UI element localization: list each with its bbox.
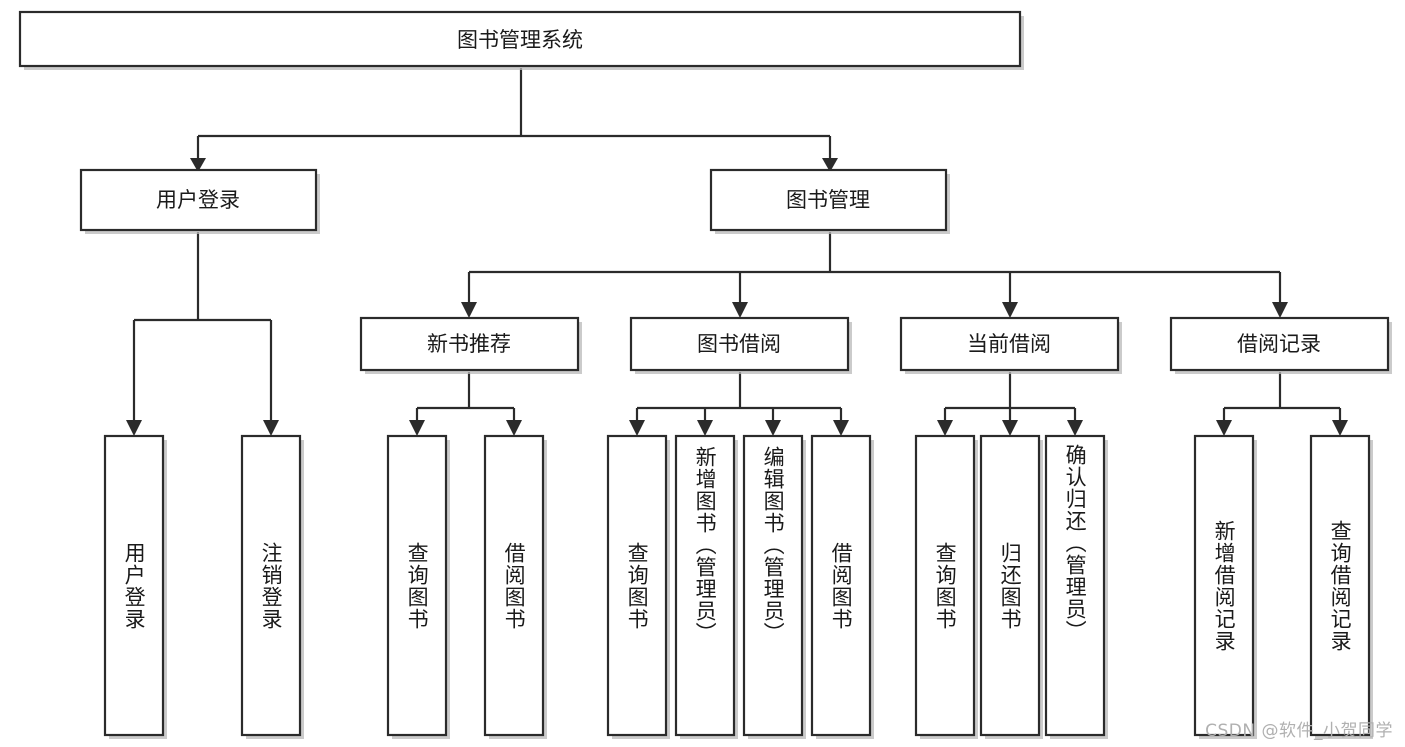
arrowhead-new-book [461, 302, 477, 318]
arrowhead-newbook-l1 [409, 420, 425, 436]
node-book-management-label: 图书管理 [786, 188, 870, 212]
arrowhead-user-login [190, 158, 206, 172]
node-new-book-recommend[interactable]: 新书推荐 [359, 316, 582, 374]
node-layer: 图书管理系统 用户登录 图书管理 新书推荐 [18, 10, 1392, 739]
leaf-book-borrow-4[interactable] [810, 434, 874, 739]
arrowhead-currentborrow-l3 [1067, 420, 1083, 436]
leaf-borrow-record-2[interactable] [1309, 434, 1373, 739]
arrowhead-book-borrow [732, 302, 748, 318]
arrowhead-newbook-l2 [506, 420, 522, 436]
leaf-current-borrow-3[interactable] [1044, 434, 1108, 739]
node-user-login[interactable]: 用户登录 [79, 168, 320, 234]
arrowhead-bookborrow-l4 [833, 420, 849, 436]
arrowhead-current-borrow [1002, 302, 1018, 318]
arrowhead-bookborrow-l3 [765, 420, 781, 436]
node-new-book-recommend-label: 新书推荐 [427, 332, 511, 356]
arrowhead-bookborrow-l1 [629, 420, 645, 436]
leaf-current-borrow-1[interactable] [914, 434, 978, 739]
leaf-book-borrow-3[interactable] [742, 434, 806, 739]
leaf-book-borrow-2[interactable] [674, 434, 738, 739]
arrowhead-borrow-record [1272, 302, 1288, 318]
node-root[interactable]: 图书管理系统 [18, 10, 1024, 70]
leaf-new-book-1[interactable] [386, 434, 450, 739]
leaf-book-borrow-1[interactable] [606, 434, 670, 739]
arrowhead-bookborrow-l2 [697, 420, 713, 436]
arrowhead-userlogin-l1 [126, 420, 142, 436]
arrowhead-borrowrecord-l1 [1216, 420, 1232, 436]
arrowhead-userlogin-l2 [263, 420, 279, 436]
csdn-watermark: CSDN @软件_小贺同学 [1205, 721, 1393, 741]
node-current-borrow-label: 当前借阅 [967, 332, 1051, 356]
node-book-borrow[interactable]: 图书借阅 [629, 316, 852, 374]
node-book-borrow-label: 图书借阅 [697, 332, 781, 356]
arrowhead-currentborrow-l1 [937, 420, 953, 436]
leaf-current-borrow-2[interactable] [979, 434, 1043, 739]
connector-layer [126, 68, 1348, 436]
leaf-new-book-2[interactable] [483, 434, 547, 739]
node-borrow-record-label: 借阅记录 [1237, 332, 1321, 356]
leaf-borrow-record-1[interactable] [1193, 434, 1257, 739]
arrowhead-book-mgmt [822, 158, 838, 172]
arrowhead-borrowrecord-l2 [1332, 420, 1348, 436]
node-current-borrow[interactable]: 当前借阅 [899, 316, 1122, 374]
node-user-login-label: 用户登录 [156, 188, 240, 212]
leaf-user-login-1[interactable] [103, 434, 167, 739]
arrowhead-currentborrow-l2 [1002, 420, 1018, 436]
node-book-management[interactable]: 图书管理 [709, 168, 950, 234]
node-root-label: 图书管理系统 [457, 28, 583, 52]
leaf-user-login-2[interactable] [240, 434, 304, 739]
node-borrow-record[interactable]: 借阅记录 [1169, 316, 1392, 374]
